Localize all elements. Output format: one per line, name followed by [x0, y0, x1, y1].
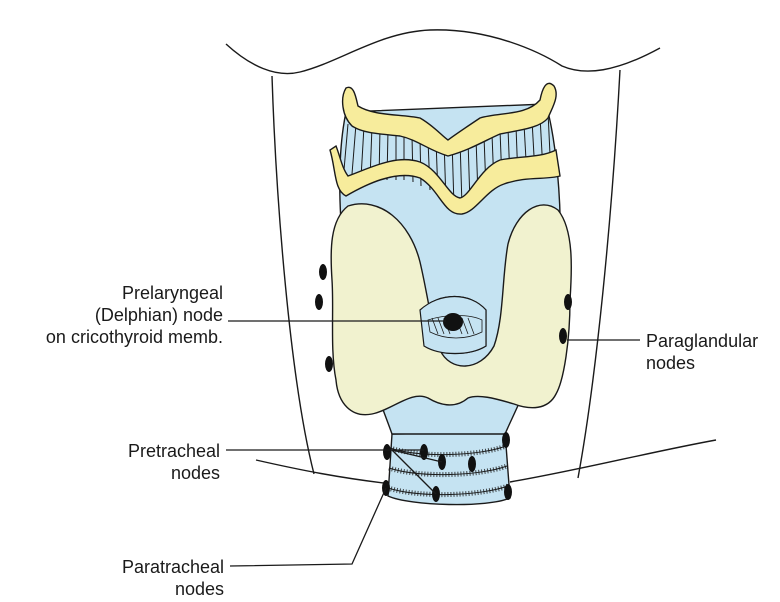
paratracheal-node-1 — [383, 444, 391, 460]
label-paraglandular: Paraglandular nodes — [646, 330, 758, 374]
paraglandular-node-right-1 — [564, 294, 572, 310]
label-paraglandular-line2: nodes — [646, 352, 758, 374]
paratracheal-node-4 — [504, 484, 512, 500]
label-prelaryngeal: Prelaryngeal (Delphian) node on cricothy… — [46, 282, 223, 348]
paratracheal-leader — [230, 488, 386, 566]
prelaryngeal-node — [443, 313, 463, 331]
label-pretracheal: Pretracheal nodes — [128, 440, 220, 484]
paraglandular-node-right-2 — [559, 328, 567, 344]
label-paraglandular-line1: Paraglandular — [646, 330, 758, 352]
label-paratracheal: Paratracheal nodes — [122, 556, 224, 600]
paraglandular-node-left-2 — [315, 294, 323, 310]
paratracheal-node-3 — [502, 432, 510, 448]
label-paratracheal-line1: Paratracheal — [122, 556, 224, 578]
paraglandular-node-left-1 — [319, 264, 327, 280]
paraglandular-node-left-3 — [325, 356, 333, 372]
label-pretracheal-line2: nodes — [128, 462, 220, 484]
pretracheal-node-4 — [468, 456, 476, 472]
label-paratracheal-line2: nodes — [122, 578, 224, 600]
label-prelaryngeal-line2: (Delphian) node — [46, 304, 223, 326]
label-pretracheal-line1: Pretracheal — [128, 440, 220, 462]
label-prelaryngeal-line1: Prelaryngeal — [46, 282, 223, 304]
trachea — [388, 432, 510, 505]
label-prelaryngeal-line3: on cricothyroid memb. — [46, 326, 223, 348]
